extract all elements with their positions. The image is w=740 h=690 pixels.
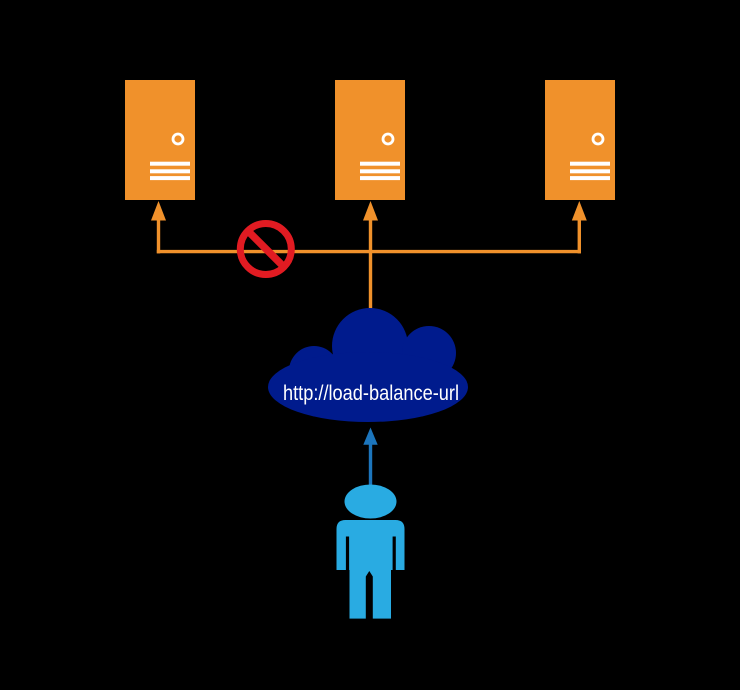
person-icon bbox=[336, 484, 405, 619]
arrow-up-icon bbox=[571, 201, 587, 221]
server-body bbox=[545, 80, 615, 200]
no-entry-ring bbox=[236, 220, 295, 278]
server-vent-line bbox=[570, 176, 610, 181]
servers bbox=[125, 80, 615, 200]
server-vent-line bbox=[360, 176, 400, 181]
cloud-label: http://load-balance-url bbox=[283, 382, 459, 405]
no-entry-icon bbox=[236, 220, 295, 278]
server-vent-line bbox=[150, 161, 190, 166]
server-led-icon bbox=[171, 132, 185, 146]
server-body bbox=[125, 80, 195, 200]
arrow-up-icon bbox=[363, 201, 378, 221]
server-detail bbox=[360, 132, 400, 181]
person-leg-gap bbox=[365, 571, 373, 620]
arrow-up-icon bbox=[363, 427, 378, 445]
server-vent-line bbox=[570, 169, 610, 174]
server-icon-2 bbox=[335, 80, 405, 200]
server-detail bbox=[570, 132, 610, 181]
server-vent-line bbox=[150, 169, 190, 174]
server-vent-line bbox=[360, 161, 400, 166]
arrow-up-icon bbox=[151, 201, 166, 221]
server-detail bbox=[150, 132, 190, 181]
person-arm-gap bbox=[392, 536, 396, 571]
person-head bbox=[344, 484, 397, 519]
server-icon-1 bbox=[125, 80, 195, 200]
server-led-icon bbox=[381, 132, 395, 146]
no-entry-slash bbox=[245, 228, 287, 270]
cloud-icon bbox=[268, 308, 468, 422]
request-arrow bbox=[363, 427, 378, 487]
person-cutouts bbox=[345, 536, 396, 620]
server-vent-line bbox=[150, 176, 190, 181]
server-vent-line bbox=[570, 161, 610, 166]
server-vent-line bbox=[360, 169, 400, 174]
server-body bbox=[335, 80, 405, 200]
server-icon-3 bbox=[545, 80, 615, 200]
person-arm-gap bbox=[345, 536, 350, 571]
server-led-icon bbox=[591, 132, 605, 146]
connector-arrows bbox=[151, 201, 587, 312]
cloud-body bbox=[268, 352, 468, 422]
